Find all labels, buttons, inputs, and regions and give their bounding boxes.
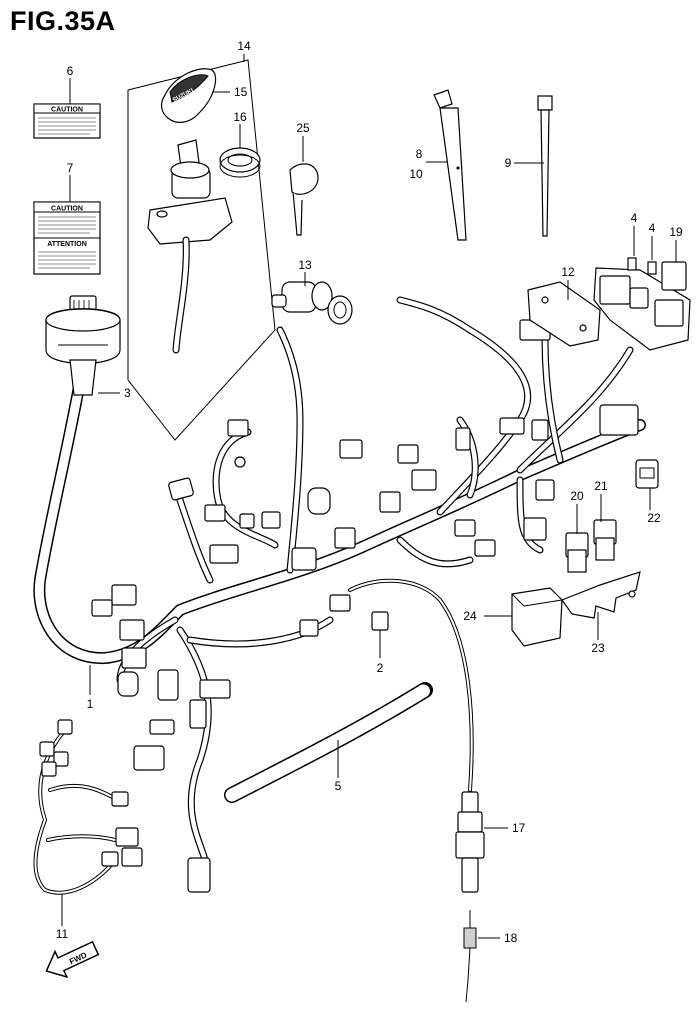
connector[interactable] bbox=[133, 745, 165, 771]
connector[interactable] bbox=[119, 619, 145, 641]
connector[interactable] bbox=[111, 584, 137, 606]
callout-25: 25 bbox=[296, 121, 310, 135]
ignition-switch-body[interactable] bbox=[147, 139, 233, 354]
fuse-part-4a[interactable] bbox=[627, 257, 637, 271]
caution-text-1: CAUTION bbox=[51, 107, 83, 114]
caution-label-part-6[interactable]: CAUTION bbox=[33, 103, 101, 139]
connector[interactable] bbox=[168, 477, 194, 501]
callout-20: 20 bbox=[570, 489, 584, 503]
callout-24: 24 bbox=[463, 609, 477, 623]
key-cap-part-15[interactable]: SUZUKI bbox=[161, 68, 217, 123]
connector[interactable] bbox=[397, 444, 419, 464]
callout-7: 7 bbox=[67, 161, 74, 175]
cable-tie-part-9[interactable] bbox=[537, 95, 553, 237]
connector[interactable] bbox=[329, 594, 351, 612]
connector-part-20[interactable] bbox=[565, 532, 589, 573]
caution-label-part-7[interactable]: CAUTION ATTENTION bbox=[33, 201, 101, 275]
callout-1: 1 bbox=[87, 697, 94, 711]
connector[interactable] bbox=[157, 669, 179, 701]
connector[interactable] bbox=[523, 517, 547, 541]
callout-19: 19 bbox=[669, 225, 683, 239]
connector[interactable] bbox=[339, 439, 363, 459]
relay-part-19[interactable] bbox=[661, 261, 687, 291]
connector[interactable] bbox=[411, 469, 437, 491]
connector[interactable] bbox=[299, 619, 319, 637]
connector[interactable] bbox=[474, 539, 496, 557]
connector[interactable] bbox=[199, 679, 231, 699]
connector[interactable] bbox=[535, 479, 555, 501]
callout-14: 14 bbox=[237, 39, 251, 53]
connector[interactable] bbox=[209, 544, 239, 564]
callout-9: 9 bbox=[505, 156, 512, 170]
connector[interactable] bbox=[227, 419, 249, 437]
connector[interactable] bbox=[121, 647, 147, 669]
cable-tie-part-8-10[interactable] bbox=[433, 89, 467, 241]
grommet-part-3[interactable] bbox=[45, 295, 121, 396]
connector[interactable] bbox=[117, 671, 139, 697]
main-wiring-harness-part-1[interactable] bbox=[33, 296, 646, 864]
figure-title: FIG.35A bbox=[10, 6, 116, 36]
connector[interactable] bbox=[307, 487, 331, 515]
connector[interactable] bbox=[189, 699, 207, 729]
callout-23: 23 bbox=[591, 641, 605, 655]
key-part-25[interactable] bbox=[289, 163, 319, 236]
caution-text-2: CAUTION bbox=[51, 206, 83, 213]
fuse-part-4b[interactable] bbox=[647, 261, 657, 275]
callout-12: 12 bbox=[561, 265, 575, 279]
connector[interactable] bbox=[334, 527, 356, 549]
harness-connectors bbox=[91, 319, 639, 893]
ring-nut-part-16[interactable] bbox=[219, 147, 261, 178]
connector[interactable] bbox=[379, 491, 401, 513]
connector[interactable] bbox=[149, 719, 175, 735]
bracket-part-23[interactable] bbox=[561, 571, 641, 619]
connector[interactable] bbox=[291, 547, 317, 571]
callout-2: 2 bbox=[377, 661, 384, 675]
callout-6: 6 bbox=[67, 64, 74, 78]
sub-harness-part-11[interactable] bbox=[33, 719, 143, 895]
connector[interactable] bbox=[531, 419, 549, 441]
oxygen-sensor-part-17[interactable] bbox=[348, 578, 485, 893]
callout-15: 15 bbox=[234, 85, 248, 99]
forward-arrow-icon: FWD bbox=[45, 940, 100, 979]
connector[interactable] bbox=[187, 857, 211, 893]
callout-21: 21 bbox=[594, 479, 608, 493]
callout-8: 8 bbox=[416, 147, 423, 161]
connector[interactable] bbox=[91, 599, 113, 617]
connector[interactable] bbox=[499, 417, 525, 435]
relay-part-24[interactable] bbox=[511, 587, 563, 647]
connector[interactable] bbox=[455, 427, 471, 451]
connector[interactable] bbox=[454, 519, 476, 537]
callout-11: 11 bbox=[56, 927, 69, 941]
connector-part-21[interactable] bbox=[593, 519, 617, 561]
connector[interactable] bbox=[599, 404, 639, 436]
ground-terminal[interactable] bbox=[234, 456, 246, 468]
callout-16: 16 bbox=[233, 110, 247, 124]
corrugated-tube-part-5[interactable] bbox=[224, 682, 433, 803]
connector[interactable] bbox=[239, 513, 255, 529]
callout-5: 5 bbox=[335, 779, 342, 793]
callout-22: 22 bbox=[647, 511, 661, 525]
callout-4b: 4 bbox=[649, 221, 656, 235]
spring-part-18[interactable] bbox=[463, 910, 477, 1003]
callout-17: 17 bbox=[512, 821, 526, 835]
connector-part-22[interactable] bbox=[635, 459, 659, 489]
callout-13: 13 bbox=[298, 258, 312, 272]
ignition-switch-group bbox=[127, 59, 276, 441]
callout-numbers: 6 7 14 15 16 25 13 3 1 2 5 8 10 9 12 4 4… bbox=[56, 39, 683, 945]
callout-10: 10 bbox=[409, 167, 423, 181]
cap-part-2[interactable] bbox=[371, 611, 389, 631]
callout-3: 3 bbox=[124, 386, 131, 400]
attention-text: ATTENTION bbox=[47, 241, 87, 248]
connector[interactable] bbox=[261, 511, 281, 529]
connector[interactable] bbox=[204, 504, 226, 522]
callout-18: 18 bbox=[504, 931, 518, 945]
callout-4a: 4 bbox=[631, 211, 638, 225]
bracket-part-12[interactable] bbox=[527, 281, 601, 347]
leader-lines bbox=[61, 54, 677, 939]
socket-part-13[interactable] bbox=[271, 281, 353, 325]
